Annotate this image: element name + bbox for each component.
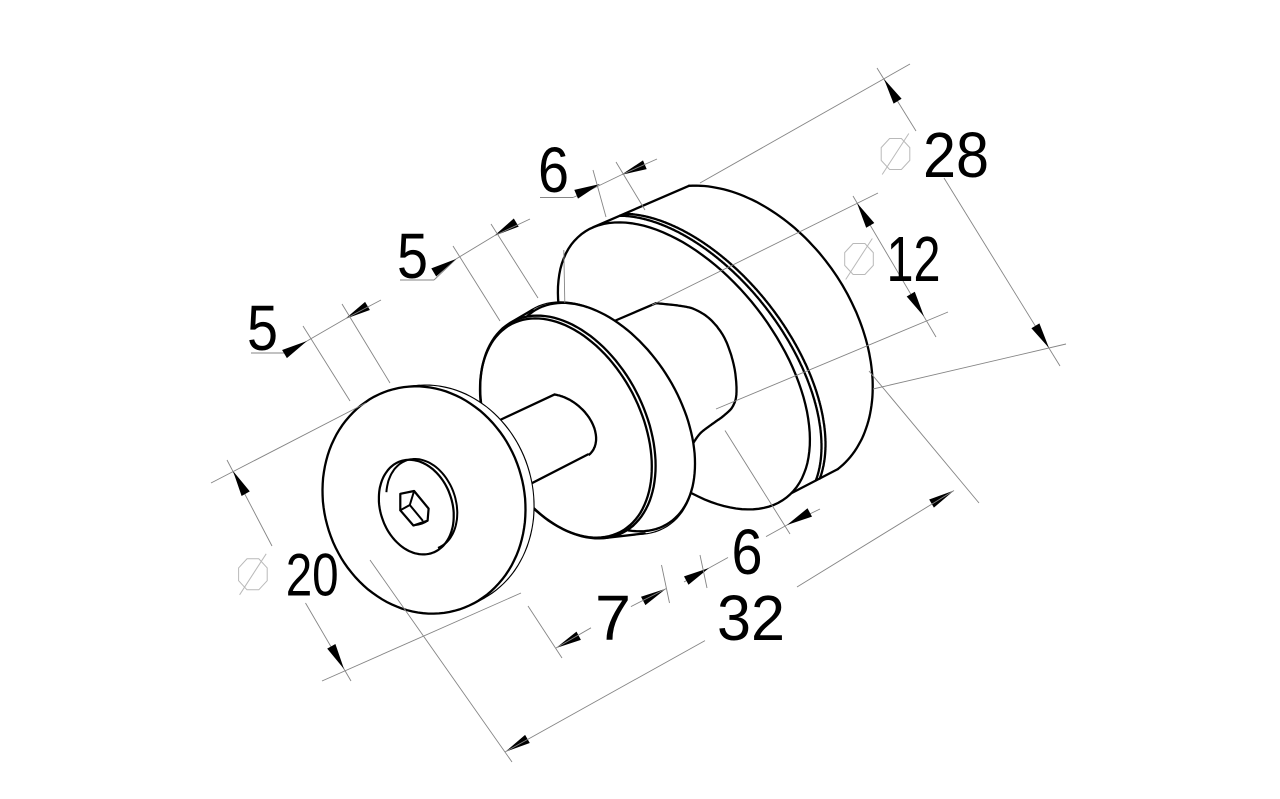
- svg-text:5: 5: [397, 220, 428, 292]
- svg-text:6: 6: [732, 516, 763, 588]
- svg-text:20: 20: [286, 542, 339, 609]
- svg-text:6: 6: [538, 134, 569, 206]
- svg-text:28: 28: [923, 119, 989, 191]
- svg-text:32: 32: [717, 582, 785, 654]
- svg-text:5: 5: [247, 292, 278, 364]
- svg-text:7: 7: [595, 582, 631, 654]
- svg-text:12: 12: [887, 223, 941, 295]
